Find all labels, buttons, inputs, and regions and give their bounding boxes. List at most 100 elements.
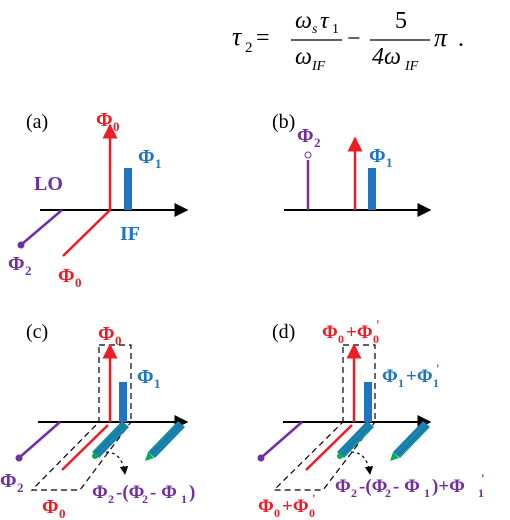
panel-d-low-b-sub: 0 [309, 506, 315, 520]
panel-a-phi0-sub: 0 [113, 119, 120, 134]
panel-c-if-line [61, 424, 109, 471]
panel-d-lo-line [261, 421, 303, 458]
panel-d-low-b-sup: ' [312, 491, 316, 506]
panel-c-diff-c-sub: 1 [181, 492, 187, 506]
panel-c-diff-b: -(Φ [116, 482, 145, 503]
panel-c-lo-line [19, 421, 61, 458]
panel-a-phi0-low-sub: 0 [75, 275, 82, 290]
panel-d-if-line [305, 424, 353, 471]
panel-b-phi2-label: Φ [297, 125, 314, 147]
panel-c-diff-bar-2 [148, 421, 185, 458]
panel-d-top-dashed-box [342, 344, 376, 423]
eq-f2-den-sub: IF [404, 59, 419, 74]
panel-d-diff-d: )+Φ [432, 476, 465, 497]
panel-d-diff-bar-1 [337, 421, 374, 458]
panel-d-diff-bar-2 [393, 421, 430, 458]
panel-c-diff-tip-2 [145, 452, 154, 461]
eq-f2-den: 4ω [372, 44, 401, 70]
panel-a-if-line [62, 209, 111, 257]
panel-b-phi1-bar [368, 168, 376, 210]
panel-c-phi1-sub: 1 [154, 376, 161, 391]
panel-d: (d) Φ 0 +Φ ' 0 Φ 1 +Φ ' 1 Φ 0 + [257, 317, 485, 520]
eq-equals: = [256, 25, 270, 51]
panel-a-phi0-low-label: Φ [58, 265, 75, 287]
panel-c-phi0-low-label: Φ [42, 496, 59, 518]
panel-d-tag: (d) [272, 321, 295, 343]
panel-d-phi1-bar [364, 382, 372, 422]
panel-c-phi1-label: Φ [137, 366, 154, 388]
panel-c-diff-b-sub: 2 [142, 492, 148, 506]
eq-lhs: τ [232, 22, 243, 51]
eq-lhs-sub: 2 [245, 40, 253, 56]
panel-c-diff-dot-1 [92, 453, 98, 459]
eq-minus: − [347, 26, 361, 52]
panel-d-low-label: Φ 0 +Φ ' 0 [258, 491, 316, 520]
panel-c-phi0-sub: 0 [115, 333, 122, 348]
panel-d-diff-c-sub: 1 [424, 486, 430, 500]
equation: τ 2 = ω s τ 1 ω IF − 5 4ω IF π . [232, 8, 464, 74]
panel-a-lo-dot [17, 241, 25, 249]
panel-c-phi2-label: Φ [0, 470, 17, 492]
panel-d-top-a: Φ [322, 322, 338, 343]
panel-d-diff-d-sub: 1 [478, 486, 484, 500]
panel-d-diff-d-sup: ' [481, 471, 485, 486]
panel-b-phi1-sub: 1 [386, 155, 393, 170]
panel-c-tag: (c) [26, 321, 48, 343]
panel-d-right-b-sup: ' [436, 361, 440, 376]
panel-d-low-a-sub: 0 [274, 506, 280, 520]
panel-c-diff-a-sub: 2 [108, 492, 114, 506]
panel-d-diff-dot-1 [337, 453, 343, 459]
panel-b: (b) Φ 2 Φ 1 [272, 111, 432, 217]
panel-d-right-a-sub: 1 [398, 376, 404, 390]
panel-c-phi1-bar [119, 382, 127, 422]
eq-period: . [458, 26, 464, 52]
panel-b-tag: (b) [272, 111, 295, 133]
panel-d-top-b: +Φ [346, 322, 373, 343]
eq-f2-num: 5 [395, 8, 407, 34]
panel-d-right-label: Φ 1 +Φ ' 1 [382, 361, 440, 390]
panel-b-phi2-sub: 2 [314, 135, 321, 150]
panel-d-low-b: +Φ [282, 496, 309, 517]
panel-d-right-a: Φ [382, 366, 398, 387]
panel-d-top-b-sub: 0 [373, 332, 379, 346]
panel-c-diff-a: Φ [92, 482, 108, 503]
panel-a-phi2-sub: 2 [25, 263, 32, 278]
panel-a-phi1-label: Φ [138, 146, 155, 168]
panel-c: (c) Φ 0 Φ 1 Φ 2 Φ 0 Φ 2 -(Φ 2 - Φ 1 ) [0, 321, 195, 520]
panel-d-diff-c: - Φ [393, 476, 420, 497]
panel-b-phi2-dot [304, 151, 312, 159]
panel-c-phi2-sub: 2 [17, 480, 24, 495]
panel-d-diff-a: Φ [335, 476, 351, 497]
panel-c-diff-c: - Φ [150, 482, 177, 503]
panel-c-lo-dot [15, 454, 23, 462]
panel-c-curve-arrow [105, 451, 129, 475]
panel-d-top-label: Φ 0 +Φ ' 0 [322, 317, 380, 346]
panel-a-phi1-sub: 1 [155, 156, 162, 171]
panel-d-low-a: Φ [258, 496, 274, 517]
panel-d-diff-label: Φ 2 -(Φ 2 - Φ 1 )+Φ ' 1 [335, 471, 485, 500]
eq-f1-num2: τ [320, 8, 330, 34]
eq-f1-num2-sub: 1 [332, 22, 339, 37]
eq-pi: π [434, 23, 448, 52]
panel-d-lo-dot [257, 454, 265, 462]
panel-a-lo-line [21, 209, 63, 245]
panel-c-phi0-label: Φ [98, 323, 115, 345]
panel-d-right-b-sub: 1 [433, 376, 439, 390]
panel-c-phi0-low-sub: 0 [59, 506, 66, 520]
panel-d-curve-arrow [350, 451, 374, 475]
eq-f1-den-sub: IF [311, 59, 326, 74]
panel-d-diff-b: -(Φ [359, 476, 388, 497]
panel-d-right-b: +Φ [406, 366, 433, 387]
panel-a-phi2-label: Φ [8, 253, 25, 275]
panel-c-diff-d: ) [189, 482, 195, 503]
panel-c-top-dashed-box [98, 344, 132, 423]
panel-a-tag: (a) [26, 111, 48, 133]
eq-f1-num: ω [295, 8, 312, 34]
panel-d-top-a-sub: 0 [338, 332, 344, 346]
panel-a: (a) Φ 0 Φ 1 LO IF Φ 2 Φ 0 [8, 109, 189, 290]
panel-c-diff-label: Φ 2 -(Φ 2 - Φ 1 ) [92, 482, 195, 506]
panel-c-diff-bar-1 [92, 421, 129, 458]
panel-d-diff-a-sub: 2 [351, 486, 357, 500]
